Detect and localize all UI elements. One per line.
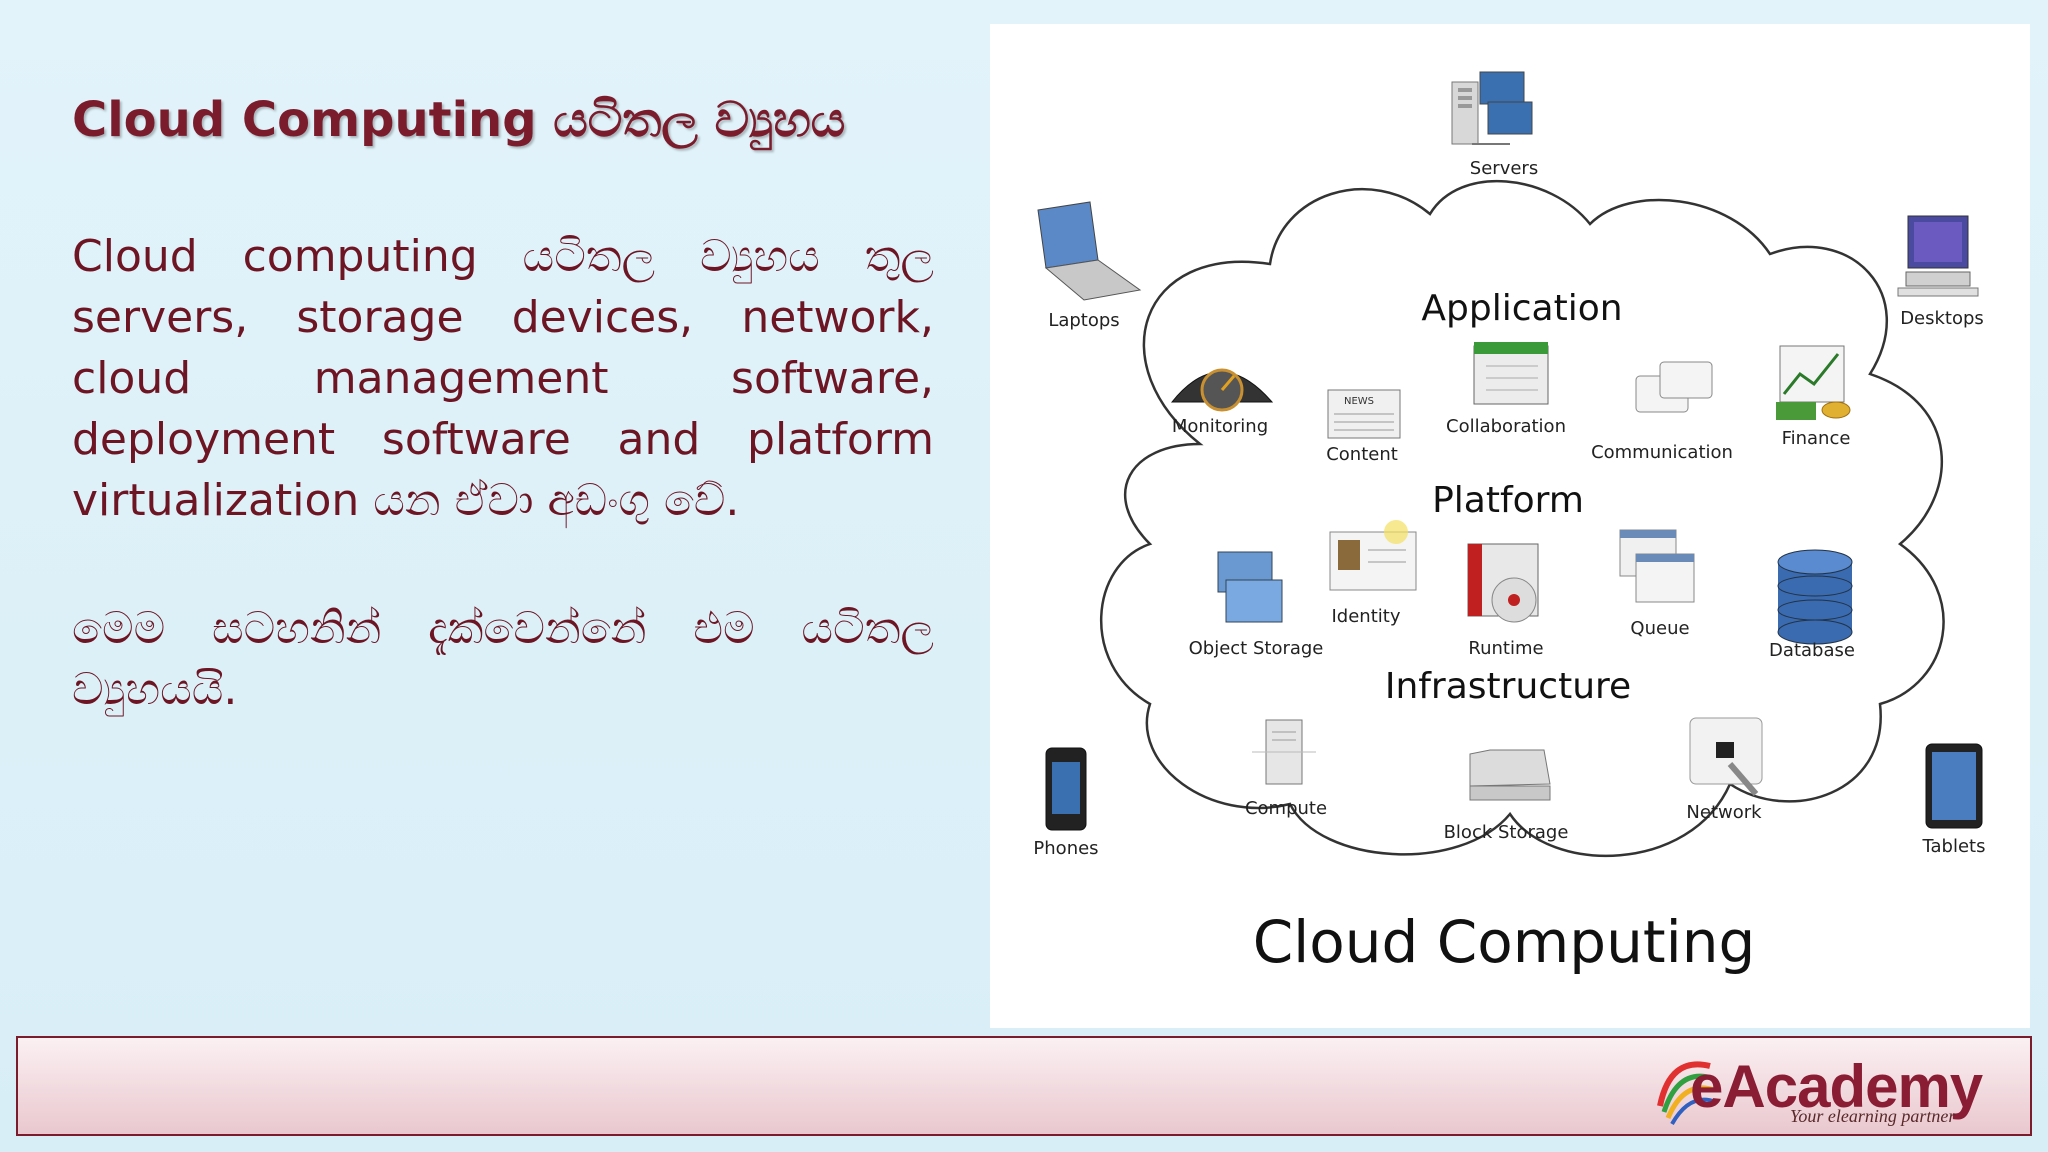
logo-text: eAcademy — [1690, 1053, 1983, 1120]
laptops-label: Laptops — [1048, 310, 1119, 331]
block-storage-icon — [1469, 749, 1551, 801]
cloud-computing-diagram: Servers Laptops Desktops Phones Tablets … — [990, 24, 2030, 1028]
finance-label: Finance — [1782, 428, 1851, 449]
collaboration-label: Collaboration — [1446, 416, 1566, 437]
communication-label: Communication — [1591, 442, 1733, 463]
network-label: Network — [1686, 802, 1762, 823]
desktops-icon — [1897, 215, 1979, 297]
desktops-label: Desktops — [1900, 308, 1984, 329]
runtime-label: Runtime — [1468, 638, 1543, 659]
application-heading: Application — [1421, 288, 1622, 329]
footer-bar: eAcademy Your elearning partner — [16, 1036, 2032, 1136]
monitoring-icon — [1170, 368, 1274, 412]
platform-heading: Platform — [1432, 480, 1584, 521]
diagram-caption: Cloud Computing — [1253, 908, 1756, 976]
tablets-icon — [1925, 743, 1983, 829]
identity-label: Identity — [1332, 606, 1401, 627]
body-paragraph-2: මෙම සටහනින් දැක්වෙන්නේ එම යටිතල ව්‍යුහයය… — [72, 603, 934, 715]
svg-text:NEWS: NEWS — [1344, 396, 1374, 407]
object-storage-icon — [1217, 551, 1283, 623]
content-label: Content — [1326, 444, 1398, 465]
body-paragraph-1: Cloud computing යටිතල ව්‍යුහය තුල server… — [72, 231, 934, 526]
compute-label: Compute — [1245, 798, 1327, 819]
eacademy-logo: eAcademy Your elearning partner — [1650, 1046, 1990, 1132]
object-storage-label: Object Storage — [1189, 638, 1324, 659]
queue-icon — [1619, 529, 1695, 603]
runtime-icon — [1467, 543, 1539, 623]
logo-swirl-icon — [1657, 1061, 1717, 1126]
servers-label: Servers — [1470, 158, 1538, 179]
laptops-icon — [1037, 201, 1142, 301]
block-storage-label: Block Storage — [1444, 822, 1569, 843]
network-icon — [1689, 717, 1763, 796]
content-icon: NEWS — [1327, 389, 1401, 439]
slide-title: Cloud Computing යටිතල ව්‍යුහය — [72, 92, 846, 148]
database-label: Database — [1769, 640, 1855, 661]
servers-icon — [1451, 71, 1533, 145]
database-icon — [1777, 549, 1853, 645]
collaboration-icon — [1473, 342, 1549, 405]
cloud-outline — [1100, 179, 1945, 858]
finance-icon — [1776, 345, 1851, 420]
phones-icon — [1045, 747, 1087, 831]
tablets-label: Tablets — [1922, 836, 1986, 857]
communication-icon — [1635, 361, 1713, 413]
phones-label: Phones — [1033, 838, 1098, 859]
identity-icon — [1329, 520, 1417, 591]
queue-label: Queue — [1630, 618, 1689, 639]
logo-tagline: Your elearning partner — [1790, 1106, 1956, 1126]
infrastructure-heading: Infrastructure — [1385, 666, 1631, 707]
monitoring-label: Monitoring — [1172, 416, 1268, 437]
compute-icon — [1252, 719, 1316, 785]
